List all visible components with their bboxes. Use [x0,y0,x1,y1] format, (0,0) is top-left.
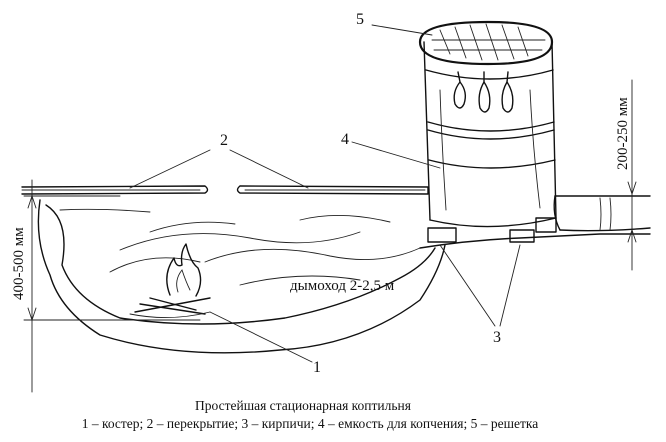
leader-lines [129,24,521,363]
support-bricks [427,217,557,243]
callout-2: 2 [220,132,228,149]
fish-icon [453,71,514,113]
height-dimension [627,79,637,271]
chimney-label: дымоход 2-2,5 м [290,278,395,294]
campfire-icon [129,243,211,318]
callout-1: 1 [313,359,321,376]
fire-pit [37,199,446,354]
chimney-channel [419,195,651,249]
caption-legend: 1 – костер; 2 – перекрытие; 3 – кирпичи;… [82,416,539,431]
callout-5: 5 [356,11,364,28]
pit-cover [21,185,429,195]
smoking-barrel [418,20,557,228]
grill-grate [431,23,546,61]
height-label: 200-250 мм [615,97,631,170]
smoke-lines [109,215,421,286]
depth-dimension [23,179,201,393]
callout-4: 4 [341,131,349,148]
callout-3: 3 [493,329,501,346]
caption-title: Простейшая стационарная коптильня [195,398,411,413]
depth-label: 400-500 мм [11,227,27,300]
